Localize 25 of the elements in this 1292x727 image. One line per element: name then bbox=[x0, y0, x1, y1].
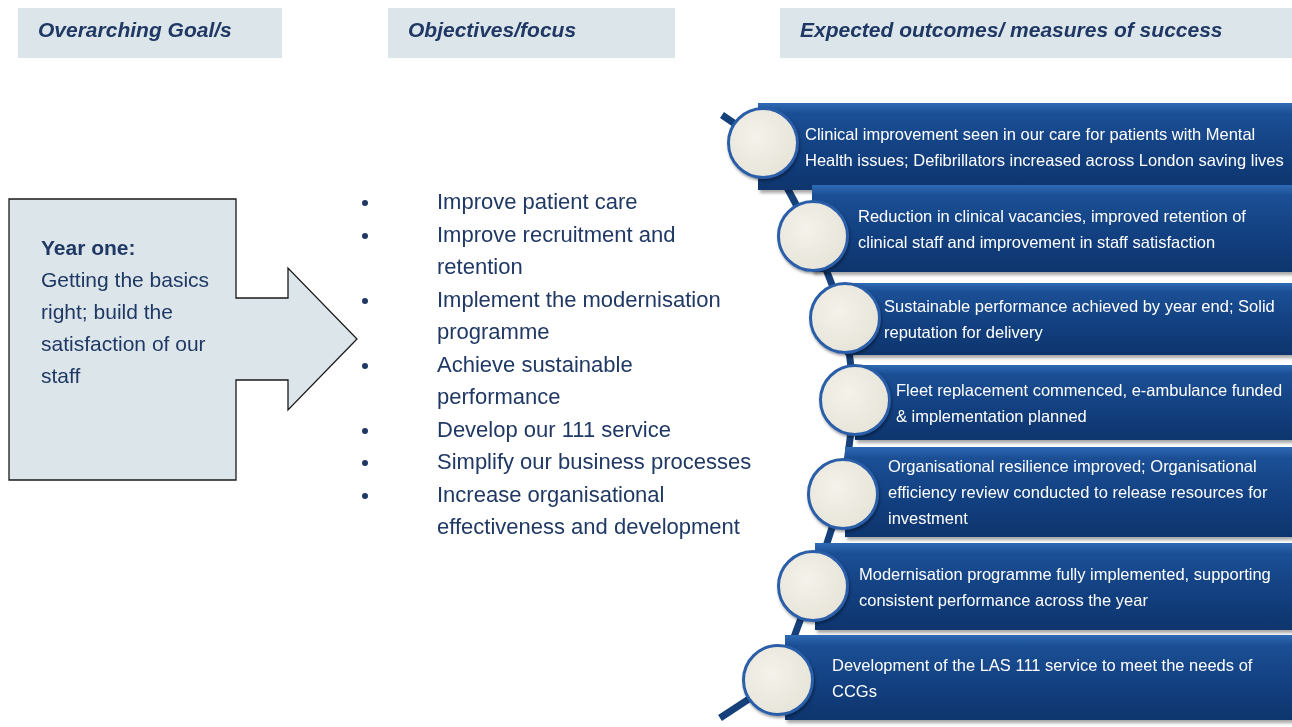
outcome-banner bbox=[785, 635, 1292, 720]
outcome-banner bbox=[815, 543, 1292, 630]
outcome-banner bbox=[845, 447, 1292, 537]
outcome-text: Reduction in clinical vacancies, improved retention of clinical staff and improvement in staff satisfaction bbox=[858, 205, 1247, 253]
outcome-banner bbox=[855, 365, 1292, 440]
outcome-text: Clinical improvement seen in our care for patients with Mental Health issues; Defibrillators increased across London saving lives bbox=[805, 123, 1285, 171]
objective-item: Increase organisational effectiveness and development bbox=[437, 481, 740, 539]
outcome-text: Organisational resilience improved; Organisational efficiency review conducted to release resources for investment bbox=[888, 456, 1269, 529]
objective-item: Improve patient care bbox=[437, 189, 638, 214]
column-header: Expected outcomes/ measures of success bbox=[780, 8, 1292, 58]
goal-text: Getting the basics right; build the satisfaction of our staff bbox=[41, 267, 211, 389]
outcome-banner bbox=[812, 185, 1292, 272]
objective-item: Achieve sustainable performance bbox=[437, 351, 633, 409]
outcome-banner bbox=[845, 283, 1292, 355]
objective-item: Simplify our business processes bbox=[437, 449, 752, 474]
outcome-text: Sustainable performance achieved by year end; Solid reputation for delivery bbox=[884, 296, 1276, 343]
outcome-text: Development of the LAS 111 service to meet the needs of CCGs bbox=[832, 654, 1254, 702]
column-header: Objectives/focus bbox=[388, 8, 675, 58]
outcome-text: Modernisation programme fully implemented, supporting consistent performance across the year bbox=[859, 563, 1272, 611]
objective-item: Improve recruitment and retention bbox=[437, 221, 676, 279]
outcome-text: Fleet replacement commenced, e-ambulance funded & implementation planned bbox=[896, 379, 1284, 427]
column-header: Overarching Goal/s bbox=[18, 8, 282, 58]
objective-item: Develop our 111 service bbox=[437, 416, 671, 442]
goal-heading: Year one: bbox=[41, 235, 137, 261]
objective-item: Implement the modernisation programme bbox=[437, 286, 721, 344]
